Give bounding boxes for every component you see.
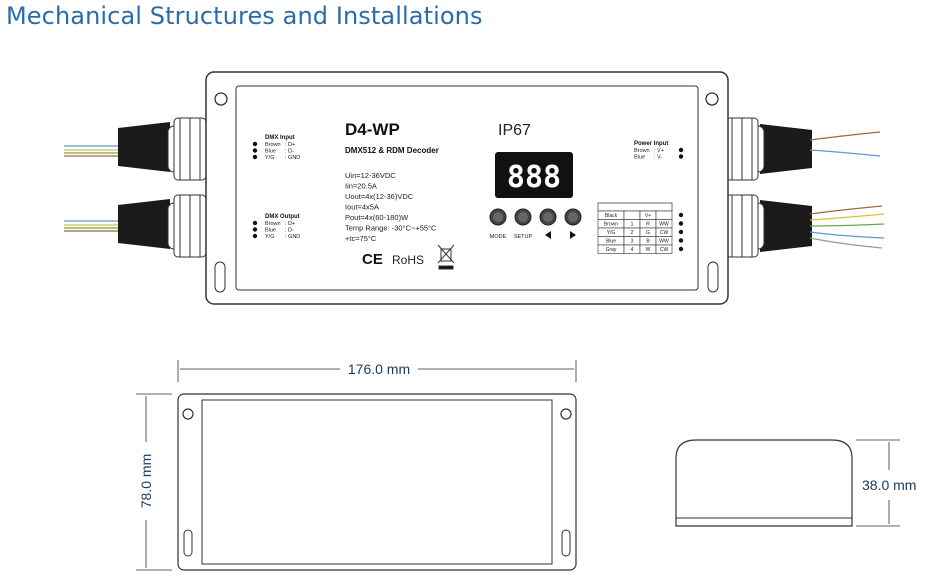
device-button-4[interactable] bbox=[564, 208, 582, 239]
spec-line: Iout=4x5A bbox=[345, 203, 379, 212]
wire-signal: : GND bbox=[285, 234, 300, 240]
led-table-cell: B bbox=[646, 239, 650, 245]
led-table-cell: CW bbox=[660, 230, 669, 236]
spec-line: Uout=4x(12-36)VDC bbox=[345, 192, 414, 201]
terminal-dot bbox=[678, 229, 684, 235]
terminal-dot bbox=[678, 238, 684, 243]
button-label: SETUP bbox=[514, 234, 533, 240]
device-button-1[interactable]: MODE bbox=[489, 208, 507, 240]
length-dimension: 176.0 mm bbox=[348, 361, 410, 377]
width-dimension: 78.0 mm bbox=[138, 454, 154, 508]
led-table-cell: Brown bbox=[604, 222, 618, 228]
led-display bbox=[495, 152, 573, 198]
button-label: MODE bbox=[490, 234, 507, 240]
block-title: DMX Output bbox=[265, 214, 300, 220]
block-title: Power Input bbox=[634, 141, 668, 147]
device-button-3[interactable] bbox=[539, 208, 557, 239]
wire-bundle-left-bottom bbox=[64, 199, 170, 249]
led-table-cell: 4 bbox=[631, 247, 634, 253]
display-readout: 888 bbox=[507, 160, 561, 195]
model-name: D4-WP bbox=[345, 120, 400, 139]
mounting-hole-icon bbox=[705, 92, 719, 106]
led-table-cell: W bbox=[646, 247, 651, 253]
wire-name: Blue bbox=[265, 149, 276, 155]
terminal-dot bbox=[252, 154, 258, 160]
wire-signal: : D+ bbox=[285, 221, 295, 227]
mounting-slot-icon bbox=[214, 261, 226, 293]
terminal-dot bbox=[678, 147, 684, 153]
device-front-view: D4-WP DMX512 & RDM Decoder IP67 Uin=12-3… bbox=[64, 71, 885, 305]
ce-mark: CE bbox=[362, 251, 383, 268]
height-dimension: 38.0 mm bbox=[862, 477, 916, 493]
spec-line: Pout=4x(60-180)W bbox=[345, 213, 409, 222]
led-table-cell: R bbox=[646, 222, 650, 228]
terminal-dot bbox=[678, 221, 684, 226]
device-button-2[interactable]: SETUP bbox=[514, 208, 533, 240]
terminal-dot bbox=[252, 233, 258, 239]
led-table-cell: 2 bbox=[631, 230, 634, 236]
wire-name: Blue bbox=[265, 228, 276, 234]
block-title: DMX Input bbox=[265, 135, 295, 141]
led-table-cell: 3 bbox=[631, 239, 634, 245]
led-table-cell: V+ bbox=[645, 213, 651, 219]
spec-line: Temp Range: -30°C~+55°C bbox=[345, 224, 437, 233]
wire-signal: : GND bbox=[285, 155, 300, 161]
wire-bundle-right-top bbox=[760, 124, 881, 174]
led-table-cell: Blue bbox=[606, 239, 616, 245]
wire-signal: : V- bbox=[654, 155, 662, 161]
led-table-cell: WW bbox=[659, 239, 669, 245]
right-arrow-icon bbox=[570, 231, 576, 239]
led-table-cell: Black bbox=[605, 213, 618, 219]
page-title: Mechanical Structures and Installations bbox=[6, 2, 483, 30]
wire-signal: : D- bbox=[285, 149, 294, 155]
spec-line: +tc=75°C bbox=[345, 234, 377, 243]
device-subtitle: DMX512 & RDM Decoder bbox=[345, 146, 439, 155]
device-side-view bbox=[675, 439, 900, 527]
led-table-cell: Gray bbox=[606, 247, 617, 253]
device-top-view bbox=[136, 360, 577, 571]
led-table-cell: 1 bbox=[631, 222, 634, 228]
terminal-dot bbox=[678, 154, 684, 159]
wire-name: Blue bbox=[634, 155, 645, 161]
wire-signal: : V+ bbox=[654, 148, 664, 154]
wire-bundle-right-bottom bbox=[760, 200, 885, 252]
led-table-cell: WW bbox=[659, 222, 669, 228]
wire-bundle-left-top bbox=[64, 122, 170, 172]
led-output-table: LED OutputBlackV+Brown1RWWY/G2GCWBlue3BW… bbox=[597, 202, 684, 254]
weee-bin-icon bbox=[437, 244, 455, 270]
ip-rating: IP67 bbox=[498, 122, 531, 139]
wire-name: Brown bbox=[634, 148, 650, 154]
wire-name: Y/G bbox=[265, 155, 274, 161]
housing-lid bbox=[235, 85, 699, 291]
spec-line: Iin=20.5A bbox=[345, 182, 377, 191]
terminal-dot bbox=[678, 246, 684, 252]
wire-name: Brown bbox=[265, 142, 281, 148]
terminal-dot bbox=[678, 212, 684, 218]
led-table-cell: CW bbox=[660, 247, 669, 253]
wire-signal: : D+ bbox=[285, 142, 295, 148]
button-row: MODE SETUP bbox=[489, 208, 582, 240]
terminal-dot bbox=[252, 141, 258, 147]
wire-name: Brown bbox=[265, 221, 281, 227]
spec-line: Uin=12-36VDC bbox=[345, 171, 396, 180]
terminal-dot bbox=[252, 220, 258, 226]
led-table-cell: G bbox=[646, 230, 650, 236]
mounting-hole-icon bbox=[214, 92, 228, 106]
terminal-dot bbox=[252, 227, 258, 232]
terminal-dot bbox=[252, 148, 258, 153]
wire-signal: : D- bbox=[285, 228, 294, 234]
rohs-mark: RoHS bbox=[392, 253, 424, 267]
wire-name: Y/G bbox=[265, 234, 274, 240]
mounting-slot-icon bbox=[707, 261, 719, 293]
led-table-cell: Y/G bbox=[607, 230, 616, 236]
left-arrow-icon bbox=[545, 231, 551, 239]
